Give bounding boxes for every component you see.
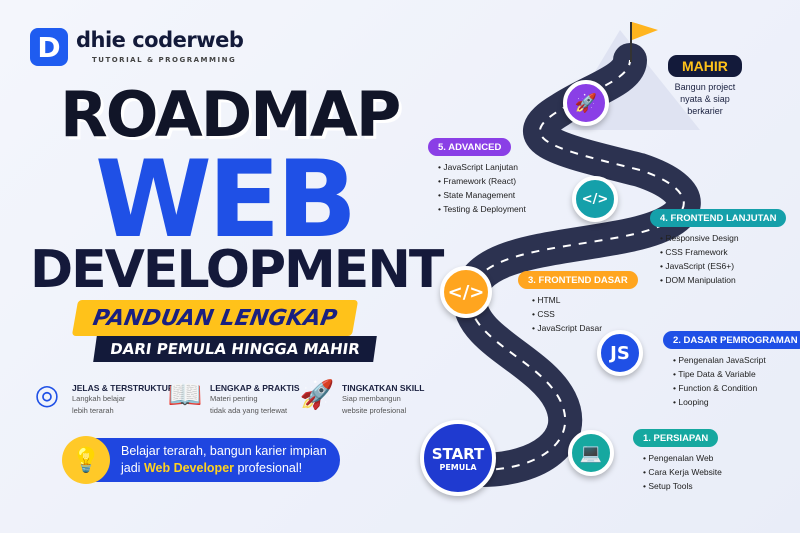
title-development: DEVELOPMENT (30, 240, 444, 300)
title-web: WEB (95, 138, 357, 261)
stage-2: 2. DASAR PEMROGRAMANPengenalan JavaScrip… (663, 330, 800, 409)
book-icon: 📖 (167, 378, 203, 410)
js-marker-icon: JS (597, 330, 643, 376)
logo-mark: D (30, 28, 68, 66)
stage-5: 5. ADVANCEDJavaScript LanjutanFramework … (428, 137, 526, 216)
goal: MAHIR Bangun project nyata & siap berkar… (668, 55, 742, 117)
laptop-marker-icon: 💻 (568, 430, 614, 476)
flag-icon (632, 22, 658, 40)
rocket-icon: 🚀 (299, 378, 335, 410)
browser-code-marker-icon: </> (572, 176, 618, 222)
target-icon: ◎ (34, 378, 60, 410)
stage-3: 3. FRONTEND DASARHTMLCSSJavaScript Dasar (518, 270, 638, 335)
road-lines (468, 59, 685, 471)
stage-4: 4. FRONTEND LANJUTANResponsive DesignCSS… (650, 208, 787, 287)
stage-1: 1. PERSIAPANPengenalan WebCara Kerja Web… (633, 428, 722, 493)
title-roadmap: ROADMAP (60, 78, 401, 151)
logo-name: dhie coderweb (76, 28, 244, 52)
rocket-marker-icon: 🚀 (563, 80, 609, 126)
callout-banner: Belajar terarah, bangun karier impian ja… (65, 438, 340, 482)
lightbulb-icon: 💡 (62, 436, 110, 484)
code-marker-icon: </> (440, 266, 492, 318)
logo-tagline: TUTORIAL & PROGRAMMING (92, 56, 237, 64)
